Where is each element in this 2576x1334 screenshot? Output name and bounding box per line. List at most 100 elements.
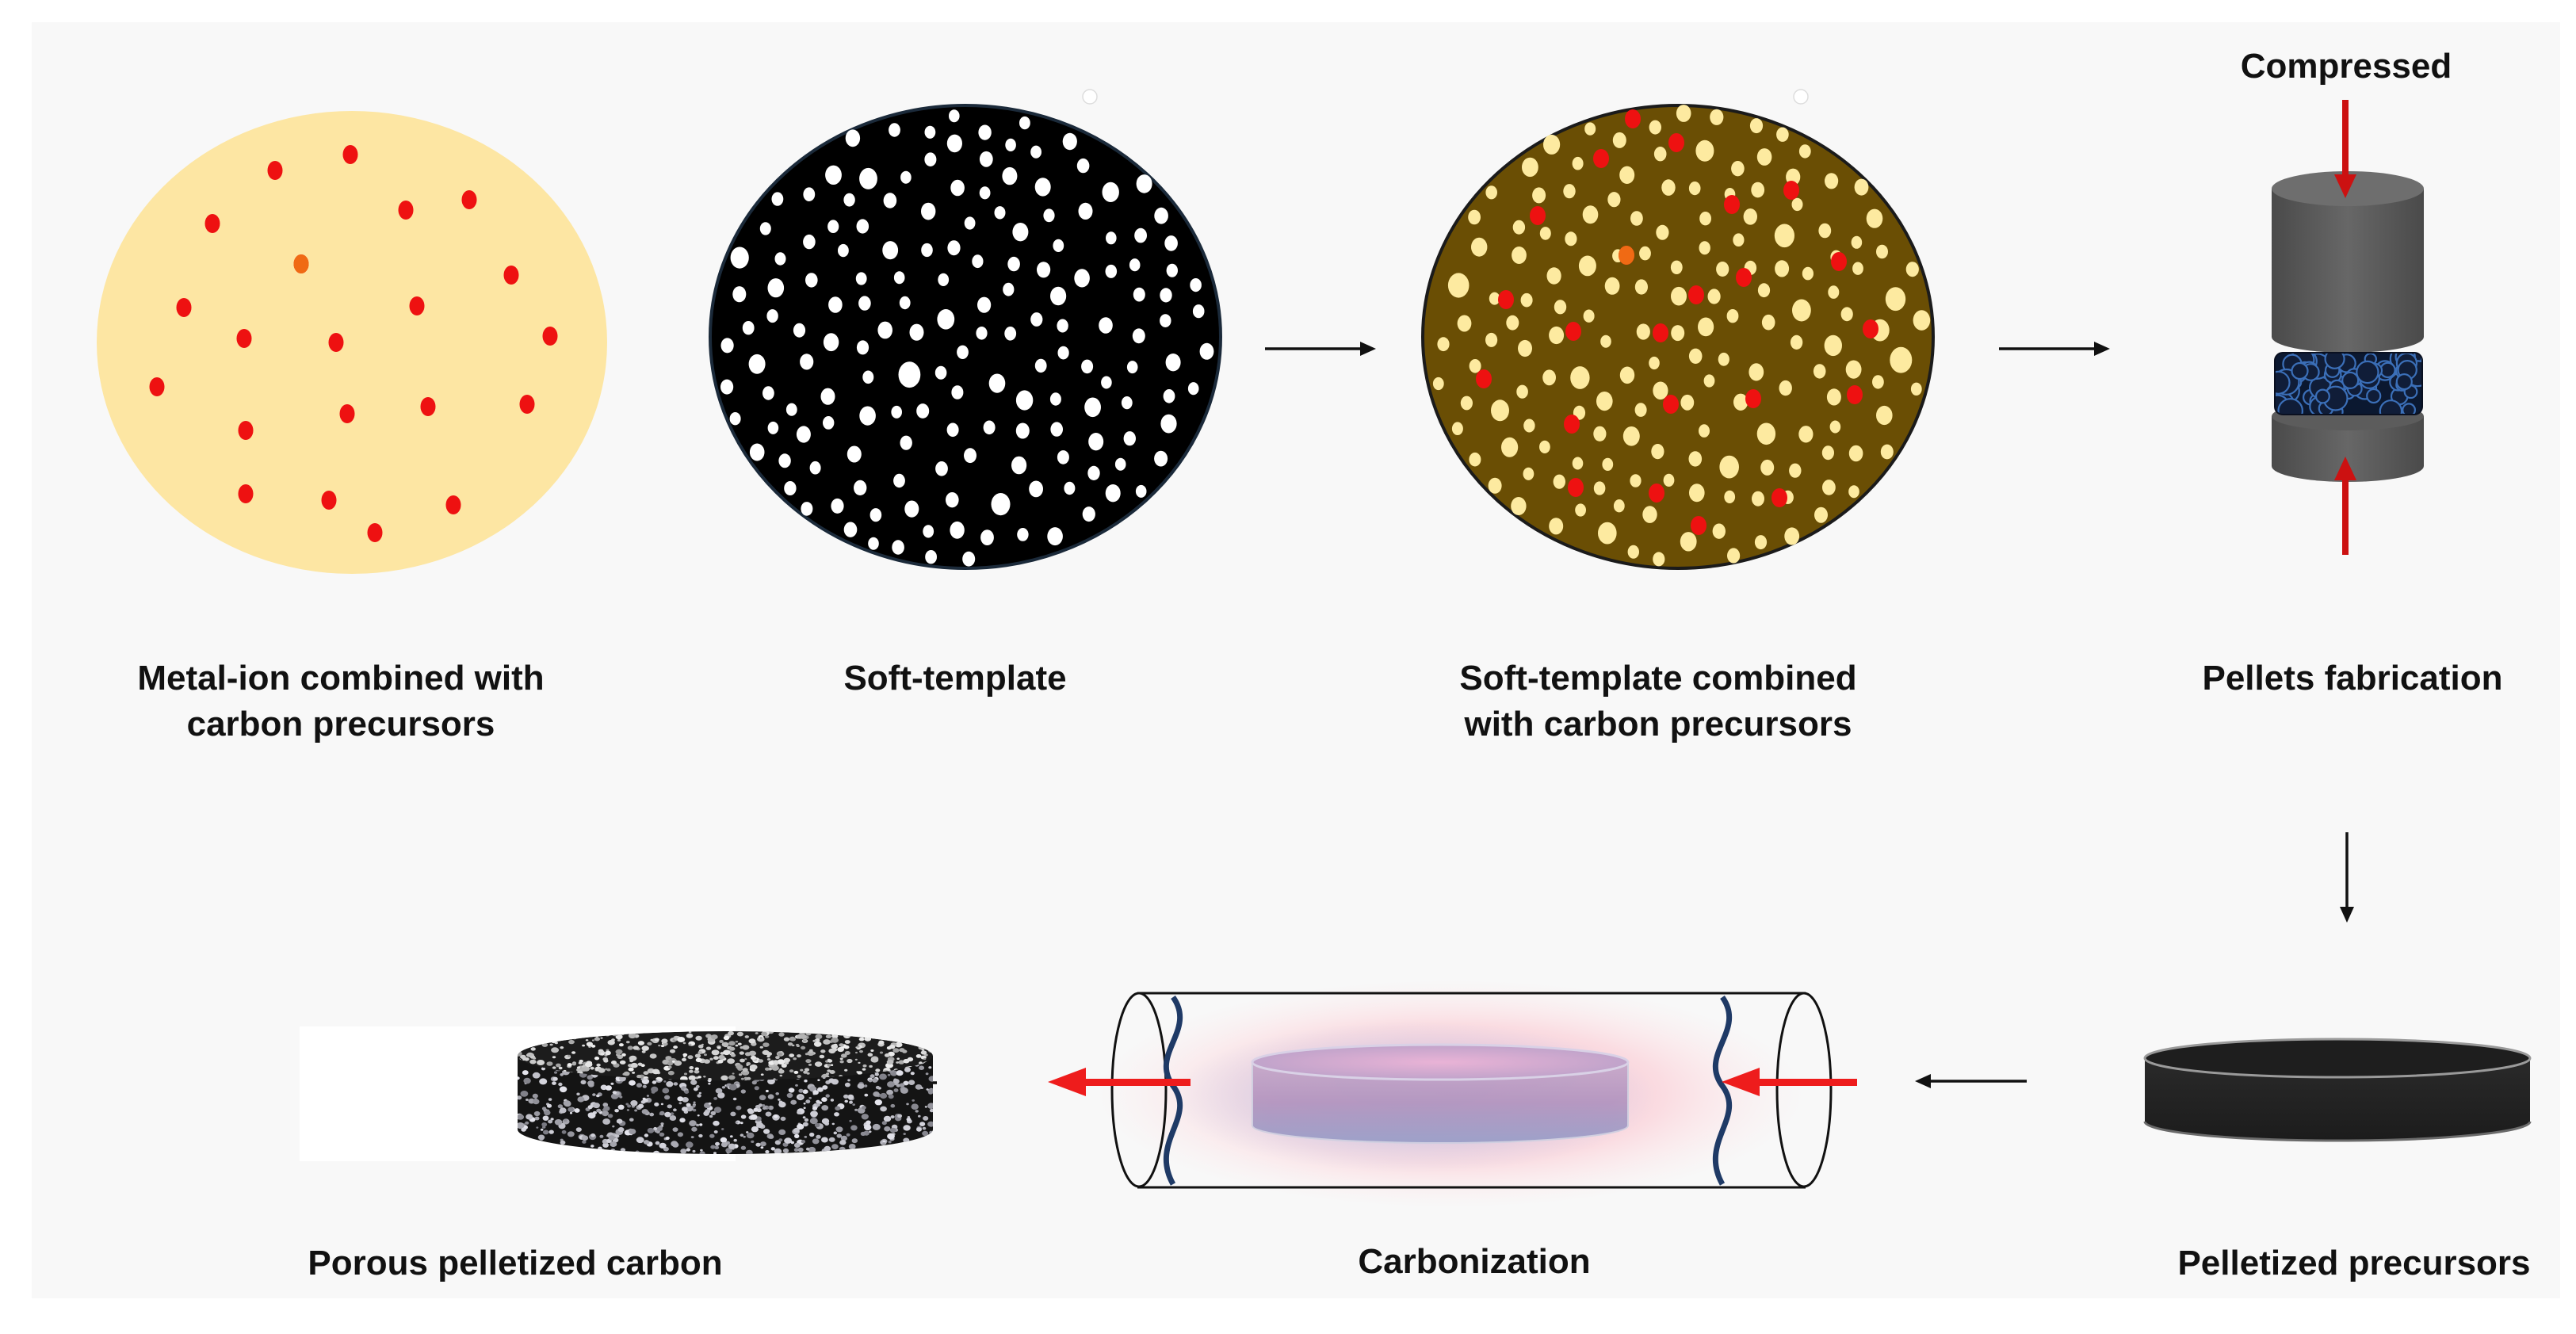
carbon-pore xyxy=(686,1148,691,1152)
carbon-pore xyxy=(694,1053,701,1058)
carbon-pore xyxy=(585,1061,593,1068)
carbon-pore xyxy=(775,1056,780,1060)
carbon-pore xyxy=(661,1038,668,1044)
carbon-pore xyxy=(552,1066,556,1069)
carbon-pore xyxy=(523,1077,531,1084)
template-pore xyxy=(1017,528,1029,541)
combined-pore xyxy=(1790,334,1803,350)
carbon-pore xyxy=(602,1142,609,1148)
carbon-pore xyxy=(754,1086,759,1091)
carbon-pore xyxy=(831,1044,839,1049)
carbon-pore xyxy=(794,1133,800,1138)
template-pore xyxy=(899,296,911,310)
combined-pore xyxy=(1649,356,1660,370)
carbon-pore xyxy=(673,1082,678,1086)
metal-ion-dot xyxy=(1619,246,1634,265)
template-pore xyxy=(1105,484,1121,503)
carbon-pore xyxy=(659,1112,663,1115)
carbon-pore xyxy=(854,1058,858,1061)
carbon-pore xyxy=(927,1088,933,1094)
combined-pore xyxy=(1840,307,1853,322)
carbon-pore xyxy=(893,1088,899,1092)
metal-ion-dot xyxy=(1498,290,1514,309)
combined-disc xyxy=(1421,104,1935,570)
carbon-pore xyxy=(558,1066,563,1070)
combined-pore xyxy=(1695,140,1714,162)
template-pore xyxy=(938,273,950,286)
carbon-pore xyxy=(759,1095,766,1101)
carbon-pore xyxy=(527,1052,533,1057)
template-pore xyxy=(1076,158,1090,174)
metal-ion-dot xyxy=(1745,389,1761,408)
carbon-pore xyxy=(730,1111,736,1117)
metal-ion-dot xyxy=(1530,206,1546,225)
carbon-pore xyxy=(862,1068,866,1071)
combined-pore xyxy=(1792,299,1811,322)
template-pore xyxy=(1114,457,1126,471)
template-pore xyxy=(951,385,964,399)
combined-pore xyxy=(1516,384,1528,399)
template-pore xyxy=(882,241,899,260)
carbon-pore xyxy=(729,1046,736,1051)
combined-pore xyxy=(1761,314,1775,331)
carbon-pore xyxy=(895,1042,903,1048)
combined-pore xyxy=(1469,452,1481,467)
carbon-pore xyxy=(859,1049,863,1053)
carbon-pore xyxy=(740,1133,744,1137)
combined-pore xyxy=(1578,255,1596,277)
template-pore xyxy=(1034,178,1051,197)
template-pore xyxy=(1037,262,1051,278)
carbon-pore xyxy=(619,1076,626,1082)
carbon-pore xyxy=(774,1148,782,1154)
carbon-pore xyxy=(636,1074,642,1079)
combined-pore xyxy=(1506,315,1519,331)
carbon-pore xyxy=(561,1130,567,1134)
carbon-pore xyxy=(643,1140,650,1145)
carbon-pore xyxy=(559,1086,568,1093)
combined-pore xyxy=(1825,173,1839,189)
carbon-pore xyxy=(861,1114,869,1120)
carbon-pore xyxy=(728,1041,736,1046)
carbon-pore xyxy=(925,1072,929,1076)
carbon-pore xyxy=(821,1118,830,1125)
carbon-pore xyxy=(840,1135,847,1141)
template-pore xyxy=(1050,286,1067,306)
carbon-pore xyxy=(688,1031,692,1034)
metal-ion-dot xyxy=(1863,319,1878,338)
carbon-pore xyxy=(554,1071,557,1074)
template-pore xyxy=(869,508,882,522)
template-pore xyxy=(858,296,871,311)
template-pore xyxy=(923,525,934,538)
carbon-pore xyxy=(862,1064,867,1068)
carbon-pore xyxy=(598,1068,606,1073)
carbon-pore xyxy=(808,1050,813,1053)
combined-pore xyxy=(1822,480,1836,495)
compressed-pore xyxy=(2366,388,2382,404)
carbon-pore xyxy=(694,1067,699,1071)
carbon-pore xyxy=(629,1080,636,1086)
carbon-pore xyxy=(803,1103,806,1105)
template-pore xyxy=(1084,397,1101,418)
carbon-pore xyxy=(829,1070,835,1074)
metal-ion-dot xyxy=(1688,285,1704,304)
carbon-pore xyxy=(667,1070,675,1076)
carbon-pore xyxy=(715,1141,720,1146)
carbon-pore xyxy=(596,1063,601,1067)
carbon-pore xyxy=(682,1107,688,1112)
carbon-pore xyxy=(667,1065,672,1069)
carbon-pore xyxy=(770,1147,775,1151)
combined-pore xyxy=(1733,233,1745,247)
carbon-pore xyxy=(610,1082,614,1085)
carbon-pore xyxy=(627,1045,633,1050)
compressed-pore xyxy=(2356,360,2379,384)
combined-pore xyxy=(1604,277,1620,295)
template-pore xyxy=(1053,239,1064,252)
combined-pore xyxy=(1653,381,1668,400)
carbon-pore xyxy=(728,1084,737,1091)
carbon-pore xyxy=(552,1076,558,1081)
carbon-pore xyxy=(872,1078,878,1083)
combined-pore xyxy=(1651,444,1664,460)
carbon-pore xyxy=(629,1118,634,1122)
carbon-pore xyxy=(748,1038,756,1044)
